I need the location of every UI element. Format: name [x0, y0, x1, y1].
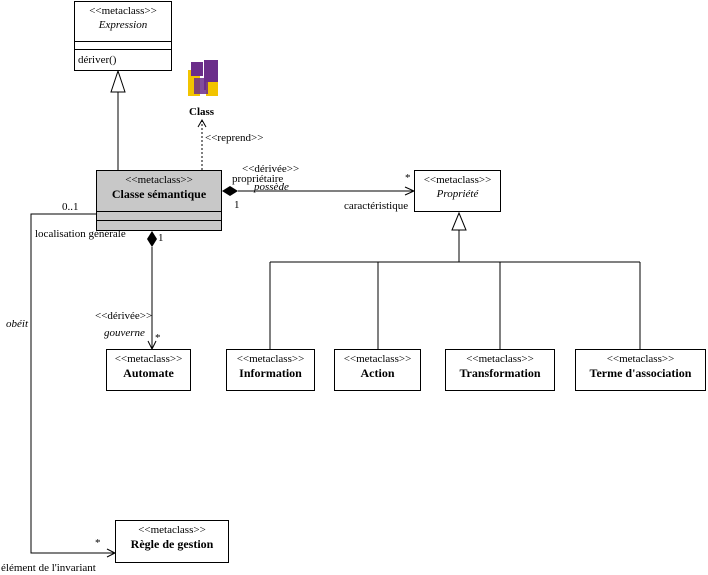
- class-name: Information: [239, 366, 302, 380]
- role-caracteristique: caractéristique: [344, 200, 409, 212]
- multiplicity-zero-one: 0..1: [62, 201, 79, 213]
- multiplicity-one-gouverne: 1: [158, 232, 164, 244]
- association-name-possede: possède: [254, 181, 289, 193]
- generalization-arrowhead-expression: [110, 69, 126, 93]
- class-name: Action: [360, 366, 395, 380]
- compartment-divider: [97, 220, 221, 221]
- stereotype-label: <<metaclass>>: [114, 353, 183, 365]
- uml-logo-icon: [188, 60, 218, 96]
- operation-deriver: dériver(): [78, 54, 117, 66]
- class-propriete[interactable]: <<metaclass>> Propriété: [414, 170, 501, 212]
- class-name: Classe sémantique: [111, 187, 207, 201]
- class-expression[interactable]: <<metaclass>> Expression dériver(): [74, 1, 172, 71]
- stereotype-label: <<metaclass>>: [125, 174, 193, 186]
- compartment-divider: [75, 41, 171, 42]
- generalization-arrowhead-propriete: [451, 211, 467, 231]
- class-information[interactable]: <<metaclass>> Information: [226, 349, 315, 391]
- association-name-gouverne: gouverne: [104, 327, 145, 339]
- derivee-gouverne-label: <<dérivée>>: [95, 310, 153, 322]
- stereotype-label: <<metaclass>>: [423, 174, 492, 186]
- composition-diamond-possede: [222, 186, 238, 196]
- class-action[interactable]: <<metaclass>> Action: [334, 349, 421, 391]
- compartment-divider: [97, 211, 221, 212]
- stereotype-label: <<metaclass>>: [343, 353, 412, 365]
- class-automate[interactable]: <<metaclass>> Automate: [106, 349, 191, 391]
- class-terme-association[interactable]: <<metaclass>> Terme d'association: [575, 349, 706, 391]
- class-classe-semantique[interactable]: <<metaclass>> Classe sémantique: [96, 170, 222, 231]
- stereotype-label: <<metaclass>>: [89, 5, 157, 17]
- multiplicity-star-gouverne: *: [155, 332, 161, 344]
- class-name: Règle de gestion: [130, 537, 214, 551]
- class-name: Propriété: [436, 188, 479, 200]
- dependency-arrowhead-reprend: [197, 118, 207, 128]
- multiplicity-star-propriete: *: [405, 172, 411, 184]
- multiplicity-one-possede: 1: [234, 199, 240, 211]
- derivee-possede-label: <<dérivée>>: [242, 163, 300, 175]
- uml-class-label: Class: [189, 106, 215, 118]
- class-regle-gestion[interactable]: <<metaclass>> Règle de gestion: [115, 520, 229, 563]
- role-proprietaire: propriétaire: [232, 173, 284, 185]
- stereotype-label: <<metaclass>>: [138, 524, 206, 536]
- association-line-obeit: [30, 213, 115, 554]
- compartment-divider: [75, 49, 171, 50]
- class-name: Automate: [123, 366, 174, 380]
- class-name: Transformation: [459, 366, 541, 380]
- role-element-invariant: élément de l'invariant: [1, 562, 96, 574]
- role-localisation-generale: localisation générale: [35, 228, 126, 240]
- reprend-label: <<reprend>>: [205, 132, 264, 144]
- stereotype-label: <<metaclass>>: [466, 353, 534, 365]
- class-transformation[interactable]: <<metaclass>> Transformation: [445, 349, 555, 391]
- composition-diamond-gouverne: [147, 231, 157, 247]
- class-name: Expression: [98, 19, 148, 31]
- multiplicity-star-regle: *: [95, 537, 101, 549]
- association-name-obeit: obéit: [6, 318, 28, 330]
- class-name: Terme d'association: [589, 366, 692, 380]
- stereotype-label: <<metaclass>>: [236, 353, 305, 365]
- stereotype-label: <<metaclass>>: [606, 353, 675, 365]
